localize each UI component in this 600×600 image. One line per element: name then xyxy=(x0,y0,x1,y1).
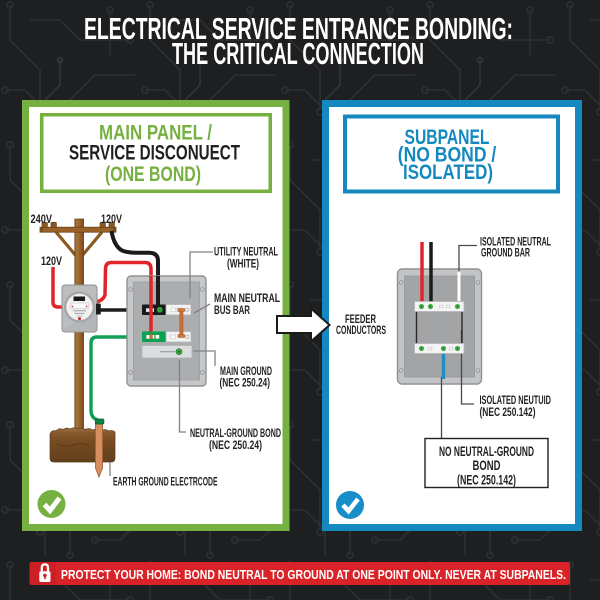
svg-text:ISOLATED NEUTRAL: ISOLATED NEUTRAL xyxy=(480,236,551,249)
svg-text:THE CRITICAL CONNECTION: THE CRITICAL CONNECTION xyxy=(172,37,424,71)
svg-text:120V: 120V xyxy=(101,213,122,226)
svg-text:EARTH GROUND ELECTRCODE: EARTH GROUND ELECTRCODE xyxy=(113,476,218,489)
svg-text:MAIN NEUTRAL: MAIN NEUTRAL xyxy=(214,292,280,305)
svg-text:MAIN GROUND: MAIN GROUND xyxy=(220,365,272,378)
svg-text:(NEC 250.24): (NEC 250.24) xyxy=(209,439,262,452)
svg-text:(NEC 250.24): (NEC 250.24) xyxy=(220,377,271,390)
svg-text:FEEDER: FEEDER xyxy=(345,313,376,326)
svg-text:SUBPANEL: SUBPANEL xyxy=(405,126,490,149)
svg-text:NEUTRAL-GROUND BOND: NEUTRAL-GROUND BOND xyxy=(190,427,281,440)
svg-text:SERVICE DISCONUECT: SERVICE DISCONUECT xyxy=(69,142,240,165)
svg-text:(NO BOND /: (NO BOND / xyxy=(398,144,497,167)
svg-text:(NEC 250.142): (NEC 250.142) xyxy=(457,473,516,489)
svg-text:ELECTRICAL SERVICE ENTRANCE BO: ELECTRICAL SERVICE ENTRANCE BONDING: xyxy=(84,12,513,46)
svg-text:NO NEUTRAL-GROUND: NO NEUTRAL-GROUND xyxy=(439,444,534,460)
svg-text:BUS BAR: BUS BAR xyxy=(214,304,250,317)
svg-text:GROUND BAR: GROUND BAR xyxy=(481,247,530,260)
svg-text:(NEC 250.142): (NEC 250.142) xyxy=(480,406,536,419)
svg-text:MAIN PANEL /: MAIN PANEL / xyxy=(99,122,212,145)
svg-text:ISOLATED): ISOLATED) xyxy=(403,161,493,184)
svg-text:ISOLATED NEUTUID: ISOLATED NEUTUID xyxy=(480,394,552,407)
svg-text:120V: 120V xyxy=(41,255,62,268)
svg-text:240V: 240V xyxy=(31,213,53,226)
svg-text:(WHITE): (WHITE) xyxy=(227,258,259,271)
svg-text:UTILITY NEUTRAL: UTILITY NEUTRAL xyxy=(214,246,278,259)
svg-text:BOND: BOND xyxy=(473,458,501,474)
svg-text:CONDUCTORS: CONDUCTORS xyxy=(336,324,386,337)
svg-text:PROTECT YOUR HOME: BOND NEUTRA: PROTECT YOUR HOME: BOND NEUTRAL TO GROUN… xyxy=(61,567,566,582)
svg-text:(ONE BOND): (ONE BOND) xyxy=(105,163,201,186)
